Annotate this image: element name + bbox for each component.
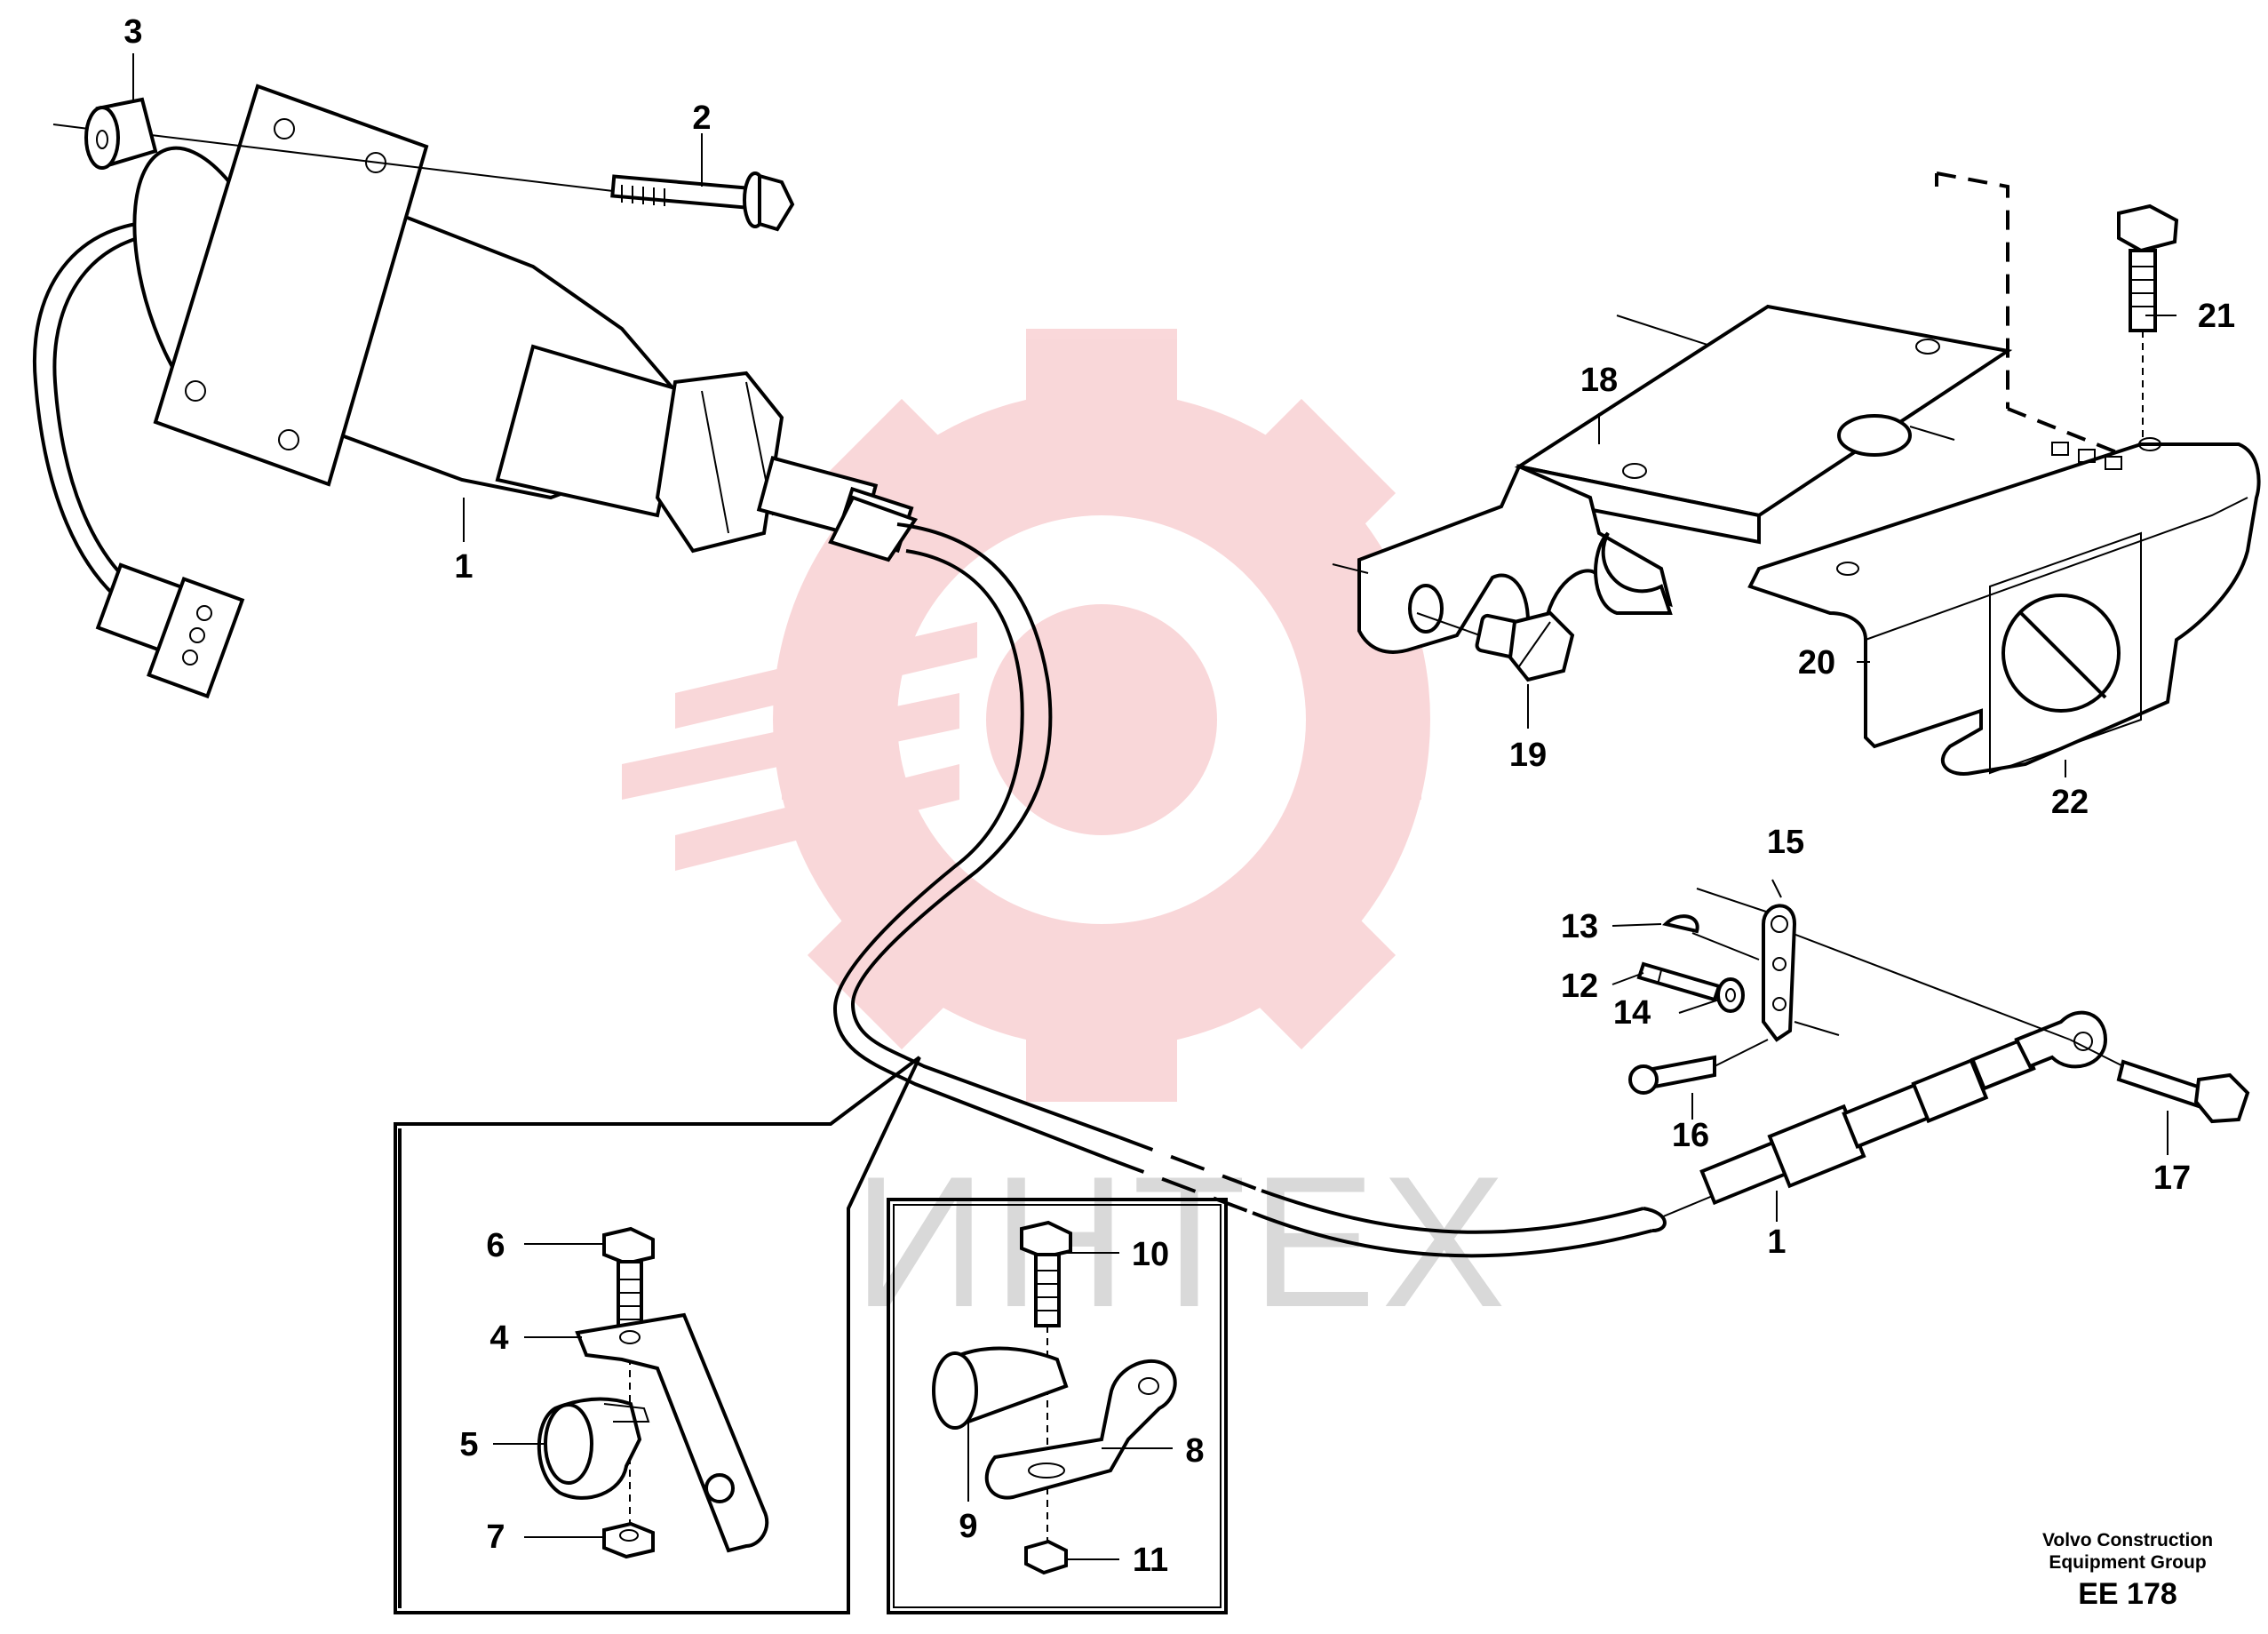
callout-20: 20 bbox=[1798, 644, 1835, 681]
footer-figure-code: EE 178 bbox=[2078, 1577, 2177, 1611]
callout-12: 12 bbox=[1561, 968, 1598, 1005]
bolt-19 bbox=[1416, 610, 1575, 682]
callout-5: 5 bbox=[459, 1426, 478, 1463]
watermark-text: ИНТЕХ bbox=[853, 1137, 1511, 1346]
callout-9: 9 bbox=[959, 1508, 977, 1545]
callout-11: 11 bbox=[1133, 1542, 1168, 1579]
callout-16: 16 bbox=[1672, 1117, 1709, 1154]
footer-block: Volvo Construction Equipment Group EE 17… bbox=[2042, 1530, 2213, 1611]
callout-10: 10 bbox=[1132, 1236, 1169, 1273]
clip-13 bbox=[1662, 914, 1699, 934]
callout-18: 18 bbox=[1580, 362, 1618, 399]
callout-17: 17 bbox=[2153, 1160, 2191, 1197]
hidden-outline bbox=[1935, 171, 2142, 464]
callout-19: 19 bbox=[1509, 737, 1547, 774]
callout-3: 3 bbox=[123, 13, 142, 51]
callout-7: 7 bbox=[486, 1518, 505, 1556]
watermark-speed-lines bbox=[622, 622, 977, 871]
actuator-motor bbox=[33, 84, 914, 699]
pin-12 bbox=[1636, 961, 1722, 1002]
leader-lines bbox=[132, 53, 2176, 1560]
bolt-17 bbox=[2116, 1059, 2206, 1109]
callout-22: 22 bbox=[2051, 784, 2089, 821]
control-cable bbox=[828, 495, 2108, 1258]
bolt-2 bbox=[52, 124, 795, 232]
callout-4: 4 bbox=[489, 1319, 508, 1357]
mounting-flange bbox=[153, 84, 429, 487]
bolt-21 bbox=[2117, 203, 2179, 444]
callout-15: 15 bbox=[1767, 824, 1804, 861]
callout-21: 21 bbox=[2198, 298, 2235, 335]
watermark-logo bbox=[622, 329, 1430, 1102]
washer-14 bbox=[1716, 977, 1745, 1013]
callout-14: 14 bbox=[1613, 994, 1651, 1032]
prohibition-icon bbox=[2001, 594, 2121, 713]
electrical-connector bbox=[95, 562, 245, 699]
spacer-3 bbox=[84, 53, 158, 170]
hex-nut bbox=[655, 371, 784, 554]
lever-15 bbox=[1762, 904, 1797, 1042]
callout-labels: 3 2 1 18 19 20 22 21 15 13 12 14 16 17 1… bbox=[123, 13, 2235, 1579]
callout-2: 2 bbox=[692, 100, 711, 137]
detail-box-b bbox=[887, 1198, 1228, 1614]
callout-8: 8 bbox=[1185, 1432, 1204, 1470]
callout-1-motor: 1 bbox=[454, 548, 473, 586]
callout-1-cable: 1 bbox=[1767, 1224, 1786, 1261]
footer-company-line-1: Volvo Construction bbox=[2042, 1530, 2213, 1550]
bracket-18 bbox=[1332, 304, 2013, 654]
detail-box-a bbox=[394, 1056, 921, 1614]
callout-6: 6 bbox=[486, 1227, 505, 1264]
footer-company-line-2: Equipment Group bbox=[2049, 1552, 2206, 1573]
callout-13: 13 bbox=[1561, 908, 1598, 945]
cover-20 bbox=[1747, 437, 2261, 776]
linkage-assembly bbox=[1628, 888, 2250, 1124]
